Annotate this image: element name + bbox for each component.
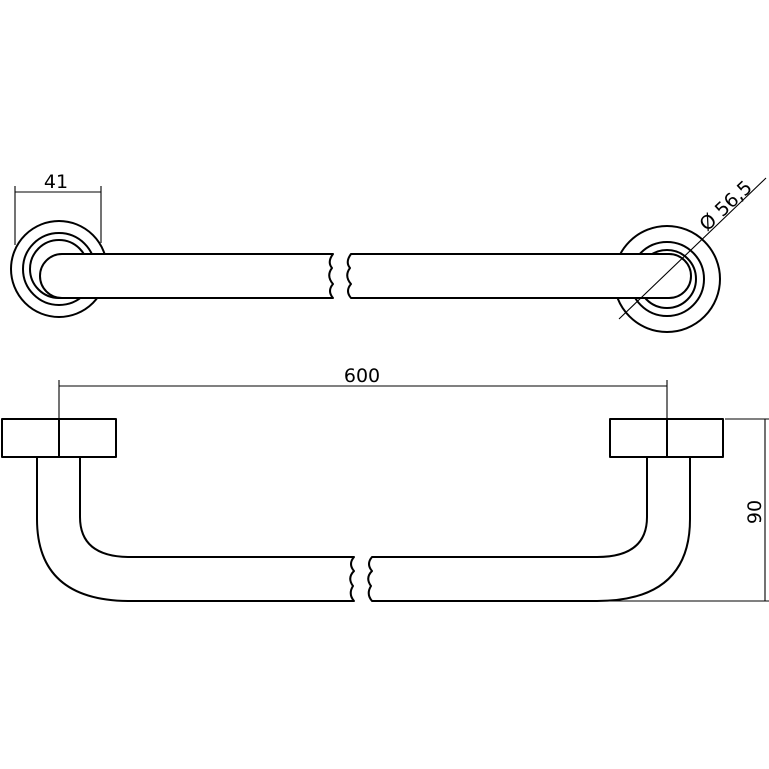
depth-dimension: 90 [600,418,769,602]
bar-front-right-segment [367,456,691,602]
left-wall-flange [1,418,117,458]
right-wall-flange [609,418,724,458]
rosette-diameter-label: Ø 56,5 [695,176,756,235]
rosette-width-dimension: 41 [14,171,102,245]
bar-right-segment [346,253,692,299]
top-view: 41 Ø 56,5 [10,171,767,333]
length-dimension: 600 [58,365,668,420]
rosette-width-label: 41 [44,171,68,193]
bar-front-left-segment [36,456,355,602]
rosette-diameter-dimension: Ø 56,5 [618,176,767,320]
depth-label: 90 [744,500,766,524]
front-view: 600 90 [1,365,769,602]
bar-left-segment [39,253,334,299]
length-label: 600 [344,365,380,387]
